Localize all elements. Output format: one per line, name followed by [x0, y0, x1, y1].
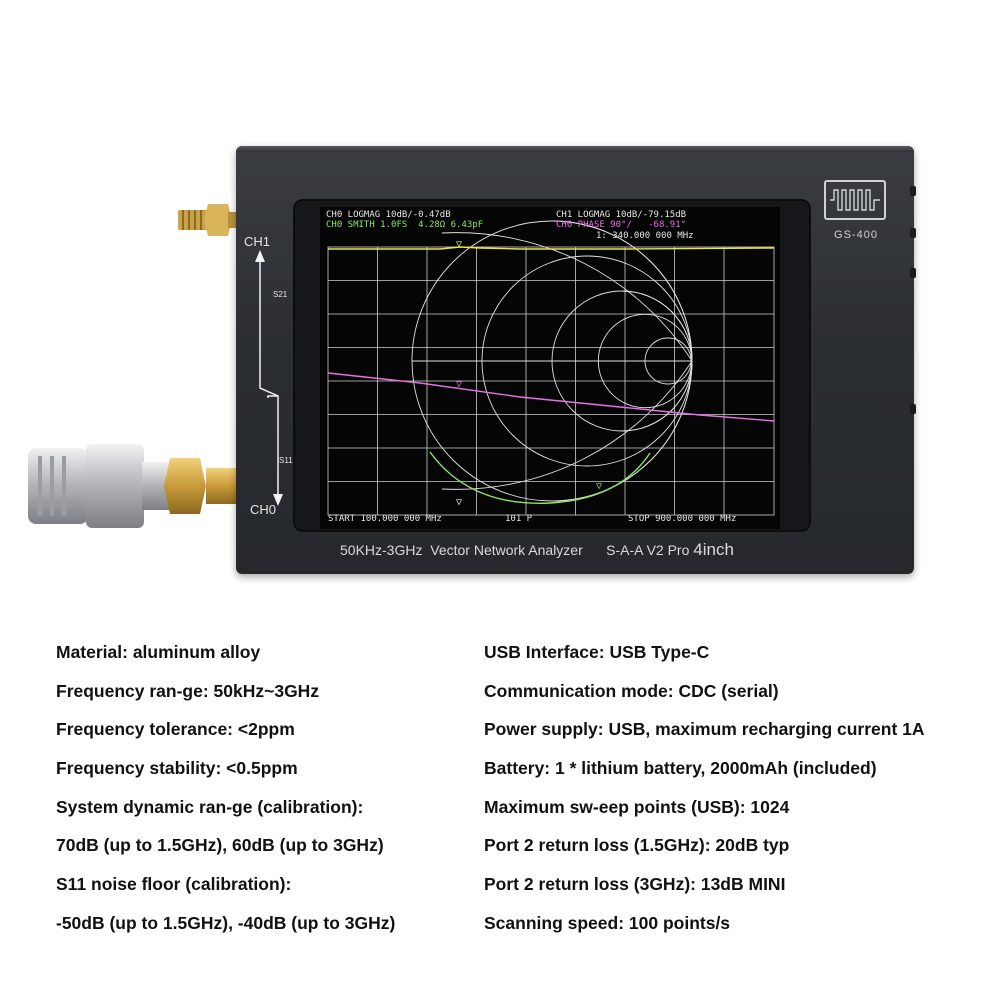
spec-line: Frequency tolerance: <2ppm — [56, 719, 295, 740]
side-button — [910, 186, 916, 196]
device-case-edge — [236, 146, 914, 152]
spec-line: Power supply: USB, maximum recharging cu… — [484, 719, 925, 740]
model-badge: GS-400 — [834, 229, 878, 241]
trace-layer: ▽ ▽ ▽ ▽ — [327, 239, 775, 508]
sma-connector-top-icon — [178, 204, 240, 236]
spec-line: Frequency ran-ge: 50kHz~3GHz — [56, 680, 320, 701]
front-panel-label: 50KHz-3GHz Vector Network Analyzer S-A-A… — [340, 540, 734, 560]
spec-line: Battery: 1 * lithium battery, 2000mAh (i… — [484, 758, 877, 779]
spec-line: Port 2 return loss (3GHz): 13dB MINI — [484, 874, 786, 895]
signal-path-arrows-icon — [255, 250, 283, 506]
spec-line: 70dB (up to 1.5GHz), 60dB (up to 3GHz) — [56, 835, 384, 856]
waveform-logo-icon — [824, 180, 886, 220]
spec-line: Communication mode: CDC (serial) — [484, 680, 779, 701]
screen-header-left-2: CH0 SMITH 1.0FS 4.28Ω 6.43pF — [326, 220, 484, 230]
marker-1-ch1: ▽ — [456, 239, 462, 250]
trace-ch0-smith — [429, 451, 651, 504]
screen-footer-stop: STOP 900.000 000 MHz — [628, 514, 737, 524]
spec-line: S11 noise floor (calibration): — [56, 874, 292, 895]
marker-1-ch0: ▽ — [456, 497, 462, 508]
s11-label: S11 — [279, 456, 293, 465]
trace-ch1-logmag — [328, 246, 775, 250]
spec-line: System dynamic ran-ge (calibration): — [56, 796, 364, 817]
trace-ch1-phase — [327, 372, 775, 422]
smith-chart-display — [327, 220, 775, 516]
vna-device-photo: CH1 CH0 S21 S11 — [28, 146, 916, 574]
side-button — [910, 228, 916, 238]
lcd-screen — [320, 207, 780, 529]
screen-footer-start: START 100.000 000 MHz — [328, 514, 442, 524]
screen-header-left-1: CH0 LOGMAG 10dB/-0.47dB — [326, 210, 451, 220]
marker-1-phase: ▽ — [456, 379, 462, 390]
spec-line: Scanning speed: 100 points/s — [484, 912, 731, 933]
side-button — [910, 404, 916, 414]
front-label-text: 50KHz-3GHz Vector Network Analyzer — [340, 542, 583, 558]
screen-footer-points: 101 P — [505, 514, 533, 524]
spec-list-right: USB Interface: USB Type-C Communication … — [484, 640, 925, 950]
spec-line: Maximum sw-eep points (USB): 1024 — [484, 796, 790, 817]
spec-line: USB Interface: USB Type-C — [484, 642, 710, 662]
spec-line: Port 2 return loss (1.5GHz): 20dB typ — [484, 835, 790, 856]
front-model-text: S-A-A V2 Pro — [606, 542, 690, 558]
screen-header-right-2: CH0 PHASE 90°/ -68.91° — [556, 220, 687, 230]
ch0-label: CH0 — [250, 502, 277, 517]
spec-list-left: Material: aluminum alloy Frequency ran-g… — [56, 640, 395, 950]
smith-grid — [411, 220, 693, 502]
spec-line: Material: aluminum alloy — [56, 642, 261, 662]
spec-line: Frequency stability: <0.5ppm — [56, 758, 298, 779]
screen-marker-readout: 1: 340.000 000 MHz — [596, 231, 694, 241]
rect-grid — [327, 246, 775, 516]
s21-label: S21 — [273, 290, 288, 299]
ch1-label: CH1 — [244, 234, 271, 249]
marker-1-smith: ▽ — [596, 481, 602, 492]
screen-header-right-1: CH1 LOGMAG 10dB/-79.15dB — [556, 210, 687, 220]
n-type-adapter-icon — [28, 444, 236, 528]
side-button — [910, 268, 916, 278]
spec-line: -50dB (up to 1.5GHz), -40dB (up to 3GHz) — [56, 912, 396, 933]
front-size-text: 4inch — [693, 540, 734, 559]
